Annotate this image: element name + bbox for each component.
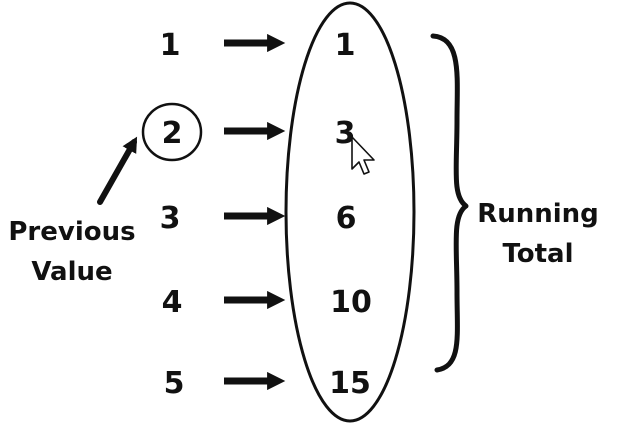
running-total-label: Running Total bbox=[477, 199, 599, 269]
previous-label-line-2: Value bbox=[31, 257, 112, 287]
curly-brace-icon bbox=[430, 33, 469, 373]
input-value-5: 5 bbox=[164, 366, 185, 401]
previous-value-arrow bbox=[97, 136, 138, 205]
input-value-2: 2 bbox=[162, 116, 183, 151]
running-label-line-1: Running bbox=[477, 199, 599, 229]
running-label-line-2: Total bbox=[502, 239, 573, 269]
value-arrows bbox=[224, 33, 286, 391]
running-total-1: 1 bbox=[335, 28, 356, 63]
input-value-3: 3 bbox=[160, 201, 181, 236]
running-total-5: 15 bbox=[329, 366, 371, 401]
running-total-2: 3 bbox=[335, 116, 356, 151]
input-value-4: 4 bbox=[162, 285, 183, 320]
previous-label-line-1: Previous bbox=[8, 217, 135, 247]
running-total-3: 6 bbox=[336, 201, 357, 236]
running-total-4: 10 bbox=[330, 285, 372, 320]
mouse-cursor-icon bbox=[351, 136, 375, 175]
running-total-oval bbox=[284, 1, 416, 423]
running-totals-column: 1 3 6 10 15 bbox=[329, 28, 372, 401]
input-value-1: 1 bbox=[160, 28, 181, 63]
previous-value-label: Previous Value bbox=[8, 217, 135, 287]
previous-value-circle bbox=[141, 102, 203, 162]
input-values-column: 1 2 3 4 5 bbox=[160, 28, 185, 401]
